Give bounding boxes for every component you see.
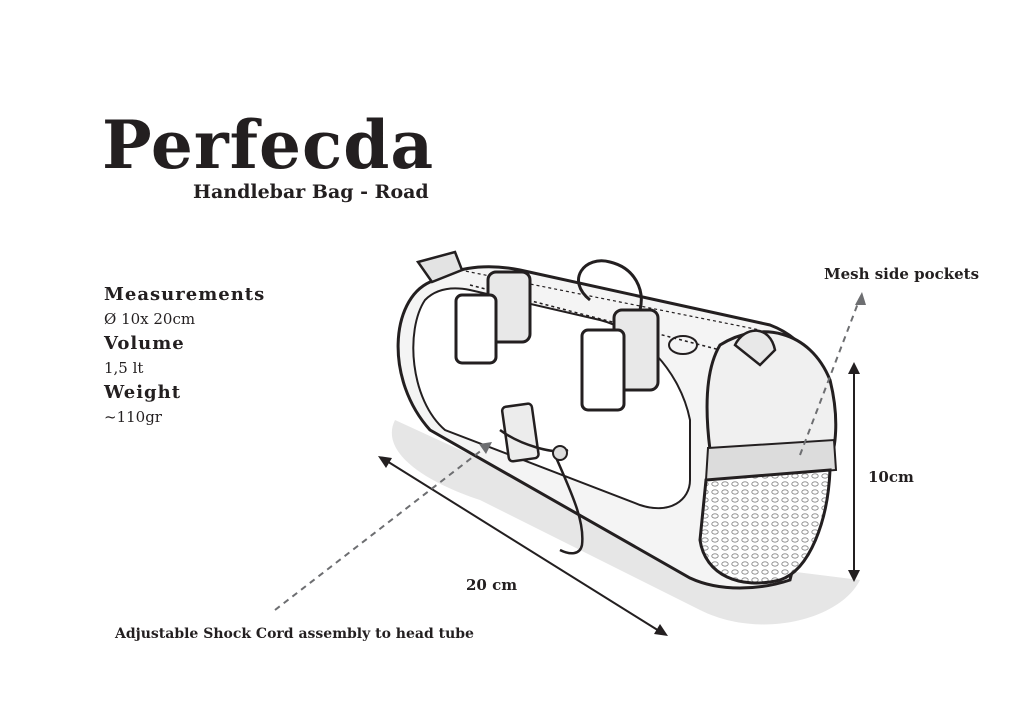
callout-shock-cord: Adjustable Shock Cord assembly to head t… bbox=[115, 626, 474, 642]
end-cap bbox=[705, 330, 838, 462]
mesh-pocket bbox=[698, 468, 832, 585]
spec-value-weight: ~110gr bbox=[104, 408, 162, 426]
end-cap-band bbox=[704, 438, 838, 482]
cord-lock bbox=[500, 402, 540, 463]
d-ring bbox=[668, 335, 698, 355]
strap-right-front bbox=[580, 328, 626, 412]
spec-value-measurements: Ø 10x 20cm bbox=[104, 310, 196, 328]
spec-value-volume: 1,5 lt bbox=[104, 359, 144, 377]
height-arrowhead-top bbox=[848, 362, 860, 374]
cord-knot bbox=[552, 445, 568, 461]
product-subtitle: Handlebar Bag - Road bbox=[193, 181, 429, 203]
length-arrowhead-end bbox=[654, 624, 668, 636]
mesh-leader-arrowhead bbox=[855, 292, 866, 305]
callout-mesh-pockets: Mesh side pockets bbox=[824, 265, 980, 283]
cord-leader-arrowhead bbox=[479, 442, 492, 454]
zip-tab bbox=[415, 250, 464, 284]
length-dimension-line bbox=[381, 457, 665, 635]
product-title: Perfecda bbox=[102, 106, 435, 184]
length-dimension-label: 20 cm bbox=[466, 576, 518, 594]
strap-left-front bbox=[454, 293, 498, 365]
spec-label-volume: Volume bbox=[104, 333, 185, 354]
height-arrowhead-bottom bbox=[848, 570, 860, 582]
length-arrowhead-start bbox=[378, 456, 392, 468]
spec-label-measurements: Measurements bbox=[104, 284, 266, 305]
end-handle bbox=[733, 329, 777, 367]
carabiner bbox=[577, 259, 643, 311]
spec-label-weight: Weight bbox=[104, 382, 182, 403]
cord-leader-line bbox=[274, 445, 488, 611]
height-dimension-label: 10cm bbox=[868, 468, 914, 486]
